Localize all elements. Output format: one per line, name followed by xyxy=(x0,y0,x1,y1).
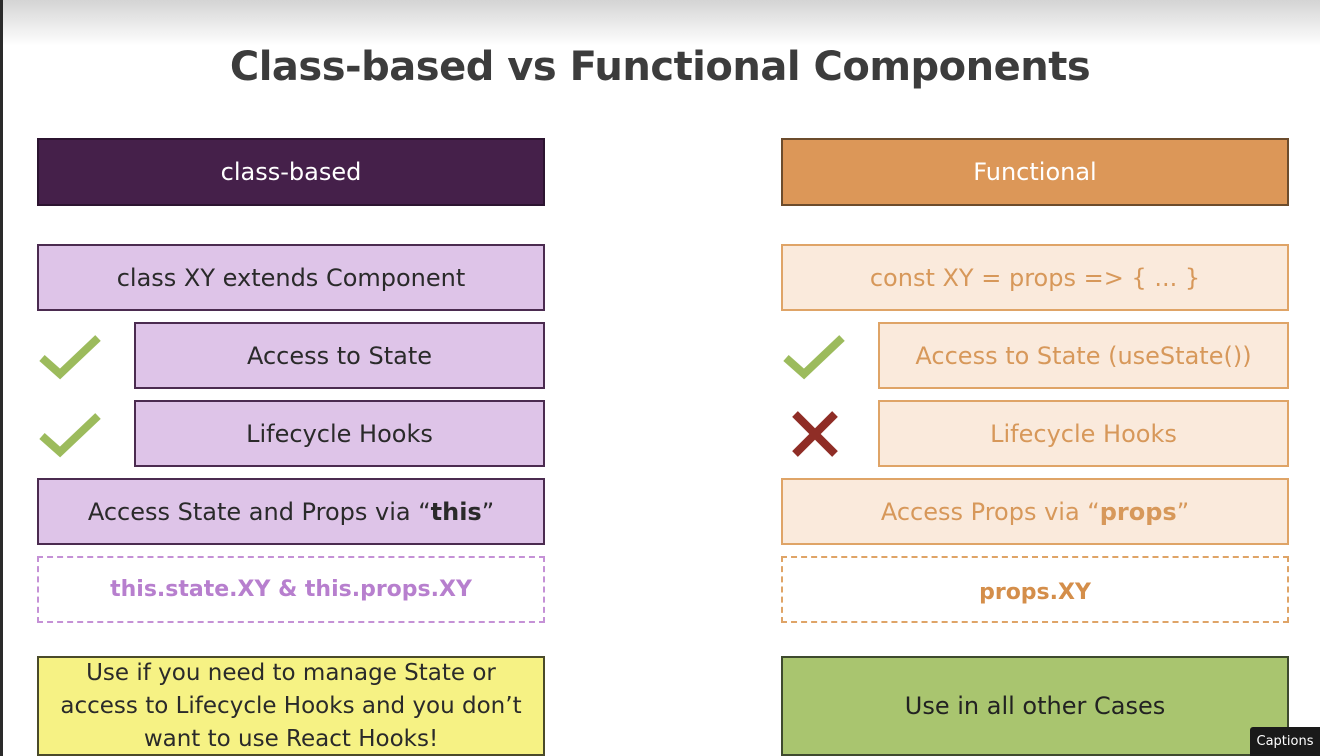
class-based-header: class-based xyxy=(37,138,545,206)
functional-props-prefix: Access Props via “ xyxy=(880,497,1100,526)
class-recommendation-note: Use if you need to manage State or acces… xyxy=(37,656,545,756)
functional-lifecycle-box: Lifecycle Hooks xyxy=(878,400,1289,467)
functional-state-access-box: Access to State (useState()) xyxy=(878,322,1289,389)
class-lifecycle-box: Lifecycle Hooks xyxy=(134,400,545,467)
captions-button[interactable]: Captions xyxy=(1250,727,1320,756)
check-icon xyxy=(39,413,101,458)
functional-recommendation-note: Use in all other Cases xyxy=(781,656,1289,756)
check-icon xyxy=(783,335,845,380)
check-icon xyxy=(39,335,101,380)
functional-header: Functional xyxy=(781,138,1289,206)
functional-definition-box: const XY = props => { ... } xyxy=(781,244,1289,311)
cross-icon xyxy=(792,411,838,457)
class-recommendation-line: access to Lifecycle Hooks and you don’t xyxy=(60,692,522,719)
slide-title: Class-based vs Functional Components xyxy=(229,44,1091,90)
class-usage-code-box: this.state.XY & this.props.XY xyxy=(37,556,545,623)
left-edge xyxy=(0,0,3,756)
class-state-access-box: Access to State xyxy=(134,322,545,389)
class-recommendation-line: Use if you need to manage State or xyxy=(86,659,496,686)
functional-props-keyword: props xyxy=(1099,497,1177,526)
functional-props-access-box: Access Props via “props” xyxy=(781,478,1289,545)
functional-usage-code-box: props.XY xyxy=(781,556,1289,623)
class-props-suffix: ” xyxy=(481,497,495,526)
functional-props-suffix: ” xyxy=(1176,497,1190,526)
class-props-keyword: this xyxy=(430,497,482,526)
class-definition-box: class XY extends Component xyxy=(37,244,545,311)
class-props-prefix: Access State and Props via “ xyxy=(87,497,431,526)
top-shade xyxy=(0,0,1320,46)
class-recommendation-line: want to use React Hooks! xyxy=(143,725,439,752)
class-props-access-box: Access State and Props via “this” xyxy=(37,478,545,545)
